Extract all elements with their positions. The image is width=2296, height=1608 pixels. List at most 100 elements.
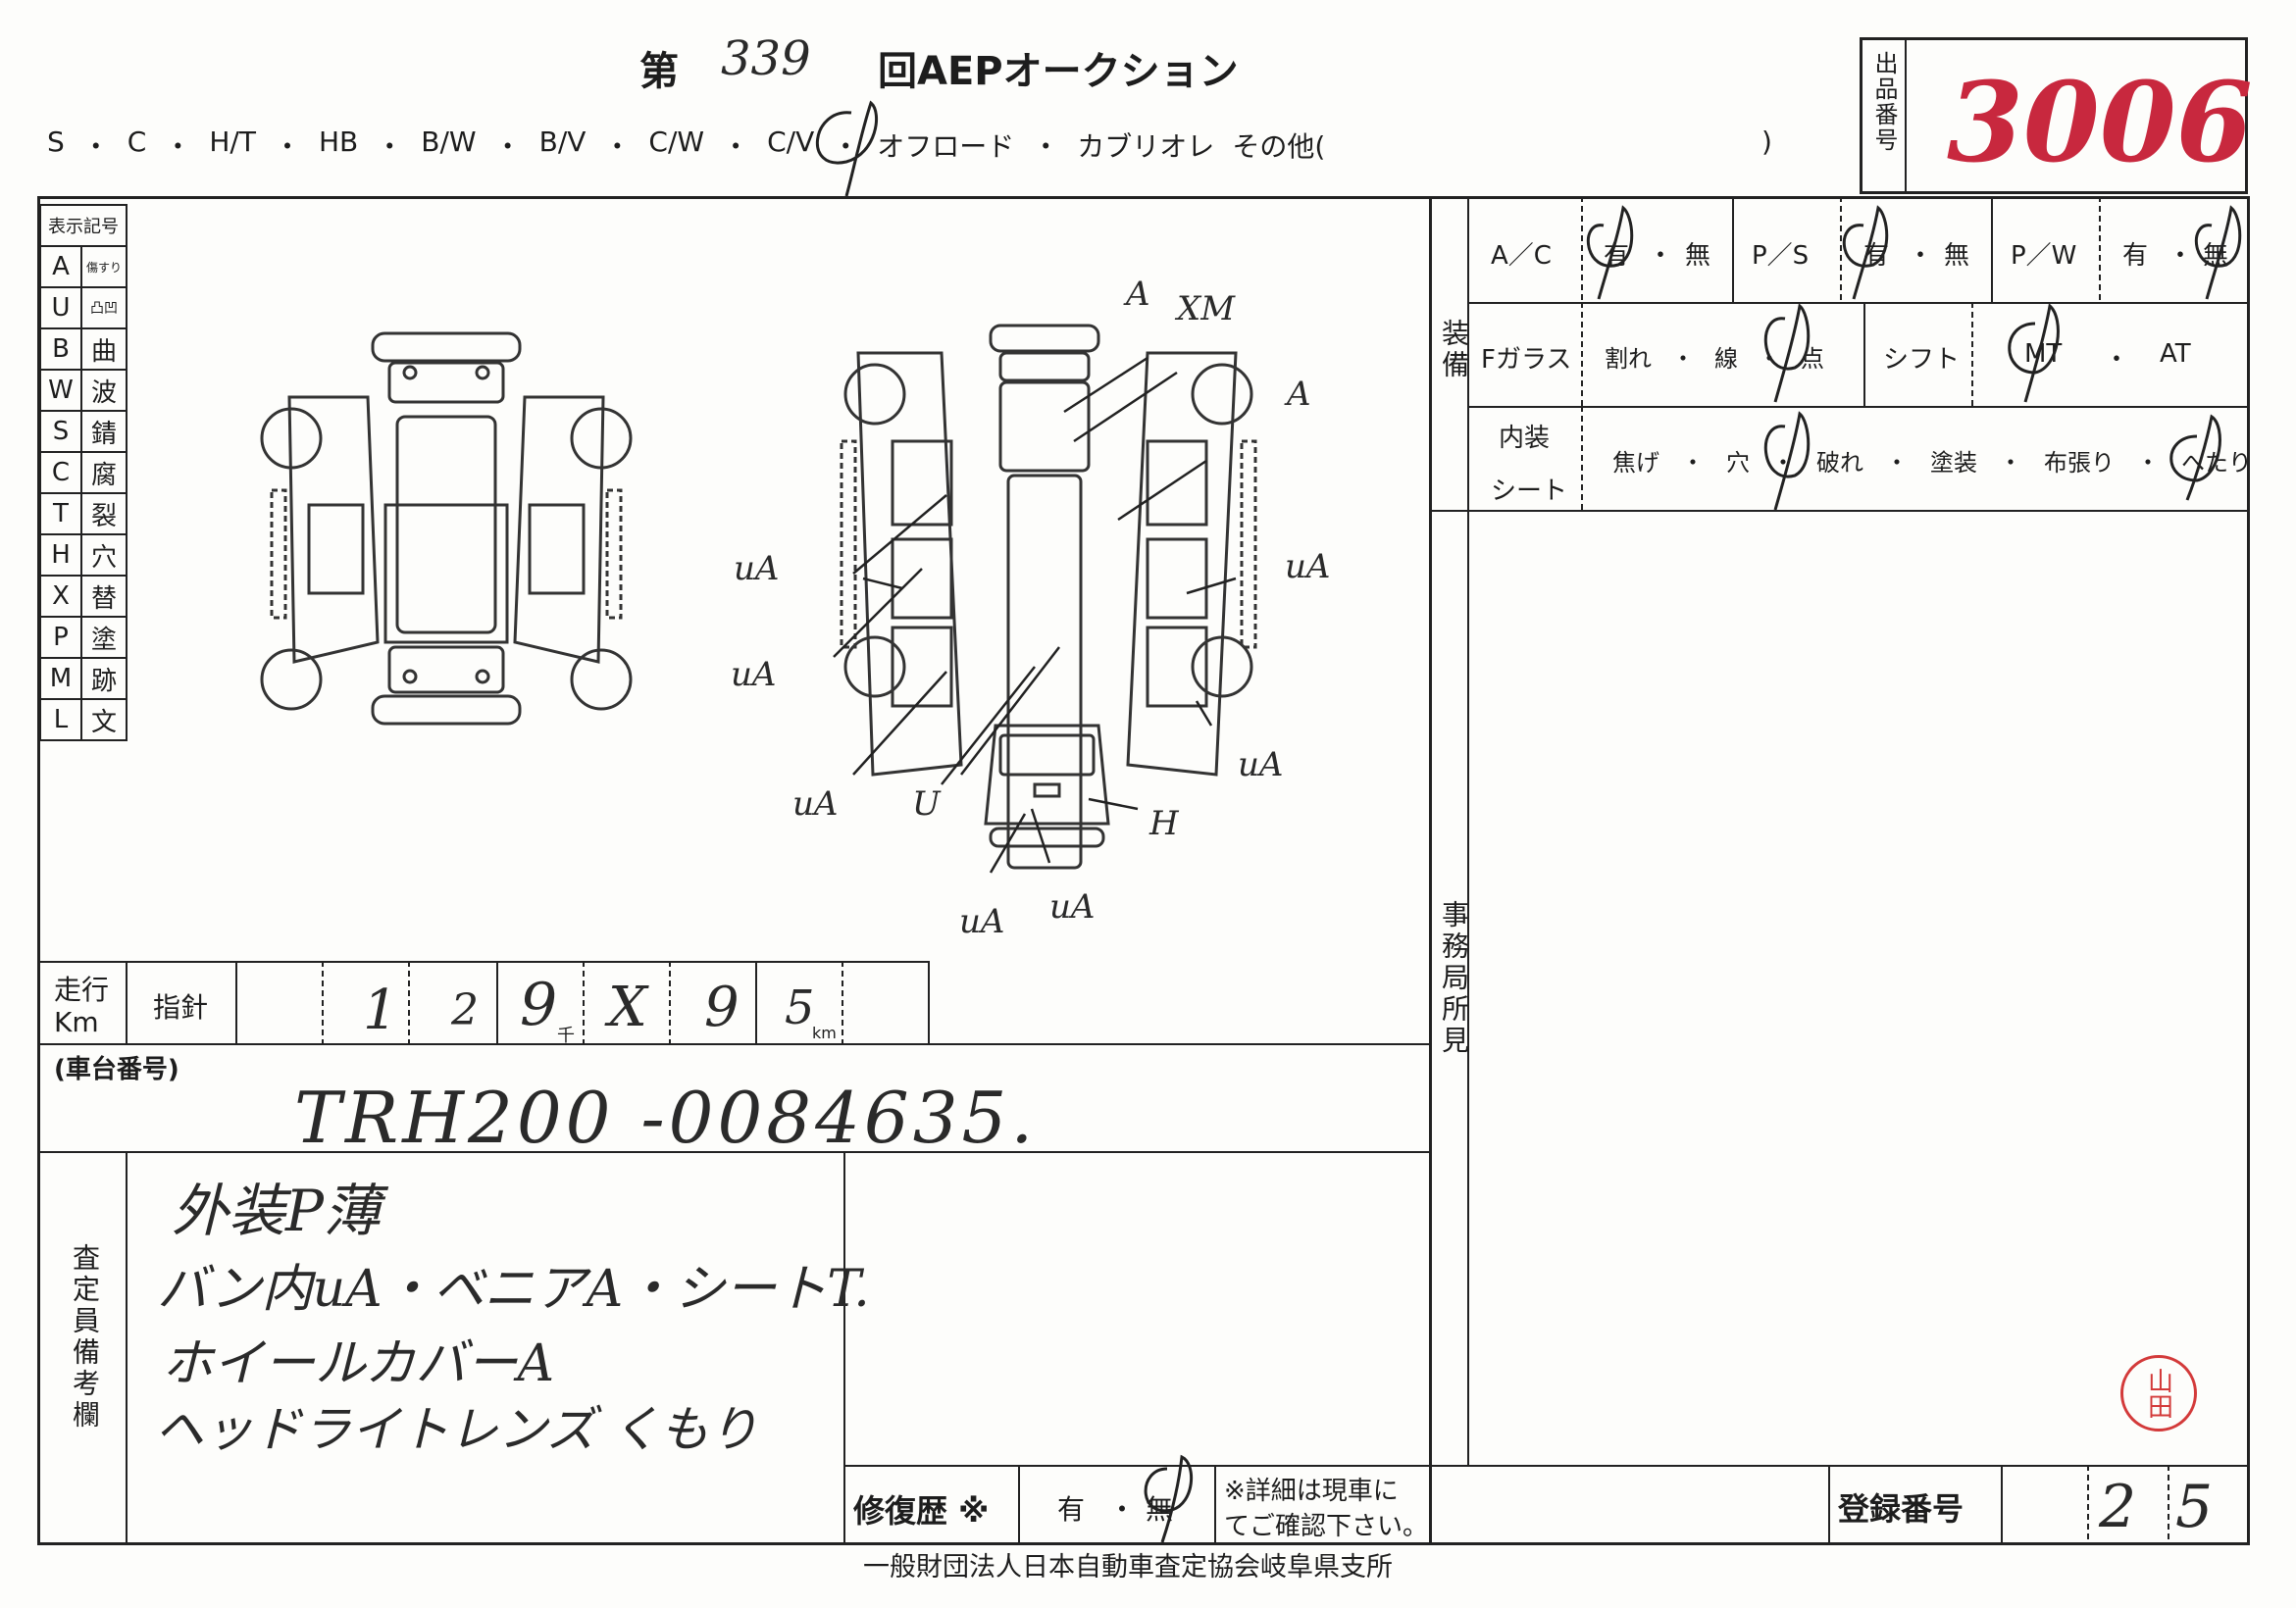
mileage-digit: 9	[520, 971, 558, 1039]
repair-yes: 有	[1057, 1493, 1086, 1526]
lot-label: 出品番号	[1870, 51, 1898, 153]
interior-paint: 塗装	[1930, 449, 1977, 477]
shift-dot: ・	[2104, 345, 2130, 375]
ac-label: A／C	[1491, 241, 1552, 271]
repair-note-1: ※詳細は現車に	[1224, 1477, 1399, 1506]
damage-mark: uA	[731, 655, 777, 694]
ac-dot: ・	[1648, 241, 1674, 271]
inspector-stamp: 山田	[2120, 1355, 2197, 1432]
legend-code: T	[39, 492, 82, 535]
mileage-digit: 5	[785, 980, 815, 1035]
chassis-label: (車台番号)	[54, 1055, 179, 1084]
remarks-left-col	[126, 1151, 128, 1543]
interior-label-2: シート	[1491, 477, 1568, 506]
ac-no: 無	[1685, 241, 1711, 271]
body-type: C/W	[648, 126, 705, 158]
remarks-line: 外装P薄	[172, 1178, 382, 1244]
legend-meaning: 替	[80, 575, 128, 618]
remarks-line: ヘッドライトレンズ くもり	[155, 1401, 758, 1458]
separator: ・	[164, 130, 192, 163]
frame-right	[2247, 196, 2250, 1545]
remarks-label: 査定員備考欄	[69, 1243, 101, 1432]
legend-code: P	[39, 616, 82, 659]
mileage-div	[408, 961, 410, 1045]
equip-row2	[1467, 406, 2248, 408]
frame-left	[37, 196, 40, 1545]
mileage-label-1: 走行	[54, 974, 110, 1006]
separator: ・	[1032, 130, 1060, 163]
body-type: その他(	[1232, 130, 1326, 163]
equip-div	[1581, 196, 1583, 302]
legend-code: M	[39, 657, 82, 700]
equip-div	[1581, 406, 1583, 510]
body-type: B/V	[538, 126, 587, 158]
legend-code: S	[39, 410, 82, 453]
sedan-diagram	[260, 331, 633, 726]
interior-tear: 破れ	[1816, 449, 1863, 477]
equip-div	[1991, 196, 1993, 302]
body-type: S	[47, 126, 65, 158]
chassis-bottom	[37, 1151, 1432, 1153]
repair-circle-mark	[1144, 1454, 1194, 1543]
equip-div	[1732, 196, 1734, 302]
mileage-top	[37, 961, 930, 963]
equipment-label: 装備	[1438, 319, 1470, 381]
repair-dot: ・	[1108, 1493, 1137, 1526]
body-type-row: S ・ C ・ H/T ・ HB ・ B/W ・ B/V ・ C/W ・ C/V…	[47, 126, 1325, 165]
interior-label-1: 内装	[1499, 424, 1551, 453]
title-suffix: 回AEPオークション	[878, 49, 1239, 94]
stamp-text: 山田	[2143, 1368, 2173, 1419]
pw-label: P／W	[2011, 241, 2077, 271]
separator: ・	[2136, 449, 2160, 477]
registration-digit: 5	[2175, 1473, 2214, 1541]
equip-div	[1863, 302, 1865, 406]
damage-mark: uA	[959, 902, 1005, 941]
pw-yes: 有	[2122, 241, 2149, 271]
separator: ・	[1681, 449, 1705, 477]
equipment-circle-marks	[1587, 205, 2242, 511]
separator: ・	[273, 130, 301, 163]
remarks-line: バン内uA・ベニアA・シートT.	[157, 1260, 870, 1319]
body-type-selected: C/V	[767, 126, 815, 158]
damage-mark: XM	[1177, 289, 1236, 328]
fglass-options: 割れ ・ 線 ・ 点	[1605, 339, 1824, 374]
legend-code: B	[39, 327, 82, 371]
mileage-div	[583, 961, 585, 1045]
remarks-line: ホイールカバーA	[162, 1334, 554, 1393]
registration-digit: 2	[2099, 1473, 2137, 1541]
body-type: HB	[318, 126, 359, 158]
interior-options: 焦げ ・ 穴 ・ 破れ ・ 塗装 ・ 布張り ・ へたり	[1612, 443, 2252, 477]
legend-meaning: 腐	[80, 451, 128, 494]
title-prefix: 第	[639, 49, 679, 94]
mileage-label-2: Km	[54, 1006, 99, 1038]
km-unit: km	[812, 1024, 837, 1042]
damage-mark: U	[912, 784, 941, 824]
mileage-digit: 2	[451, 985, 479, 1035]
separator: ・	[603, 130, 632, 163]
mileage-div	[496, 961, 498, 1045]
frame-mid-divider	[1429, 196, 1432, 1545]
chassis-number: TRH200 -0084635.	[294, 1077, 1038, 1159]
cv-selection-mark	[815, 100, 879, 197]
ps-dot: ・	[1908, 241, 1934, 271]
separator: ・	[1671, 345, 1695, 373]
frame-bottom	[37, 1542, 2250, 1545]
footer-org: 一般財団法人日本自動車査定協会岐阜県支所	[863, 1552, 1393, 1583]
body-type: C	[127, 126, 147, 158]
legend-meaning: 凸凹	[80, 286, 128, 329]
legend-code: W	[39, 369, 82, 412]
legend-meaning: 錆	[80, 410, 128, 453]
ps-label: P／S	[1752, 241, 1810, 271]
mileage-div	[842, 961, 843, 1045]
mileage-digit: X	[608, 976, 647, 1039]
mileage-digit: 9	[704, 976, 740, 1039]
body-type: カブリオレ	[1077, 130, 1215, 163]
registration-label: 登録番号	[1838, 1490, 1964, 1528]
equip-row1	[1467, 302, 2248, 304]
legend-meaning: 傷すり	[80, 245, 128, 288]
legend-meaning: 波	[80, 369, 128, 412]
mileage-bottom	[37, 1043, 1432, 1045]
separator: ・	[493, 130, 522, 163]
reg-div	[2087, 1465, 2089, 1543]
equip-div	[1840, 196, 1842, 302]
